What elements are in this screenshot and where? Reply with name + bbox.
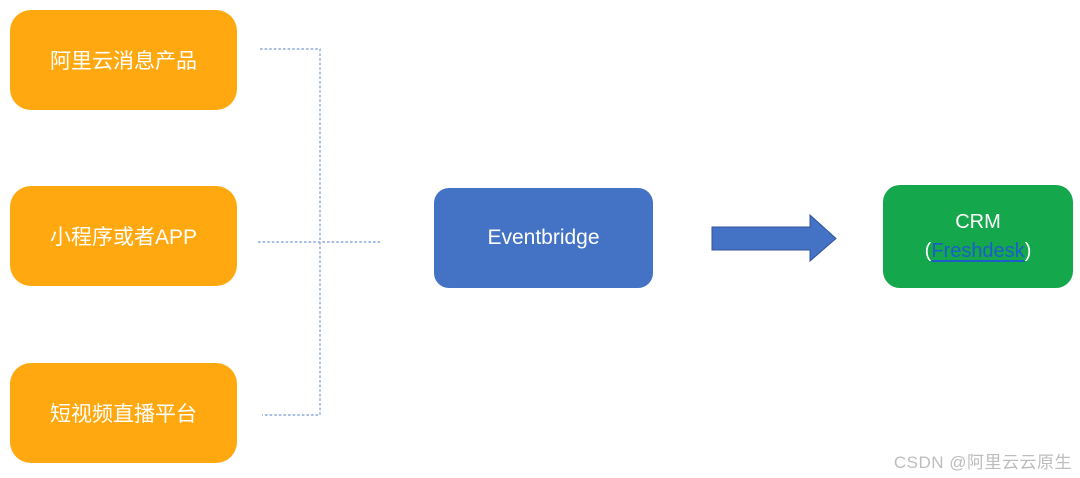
source-box-label: 小程序或者APP [49,226,198,249]
dotted-connector-top-bottom [260,48,321,416]
source-box-label: 阿里云消息产品 [50,50,197,73]
paren-open: ( [924,239,932,262]
target-box-subtitle: (Freshdesk) [925,237,1032,266]
target-box-crm: CRM (Freshdesk) [883,185,1073,288]
hub-box-label: Eventbridge [487,226,600,249]
source-box-label: 短视频直播平台 [50,403,197,426]
flow-arrow-icon [711,213,837,263]
freshdesk-link[interactable]: Freshdesk [931,239,1025,262]
target-box-title: CRM [955,210,1001,233]
hub-box-eventbridge: Eventbridge [434,188,653,288]
paren-close: ) [1024,239,1032,262]
csdn-watermark: CSDN @阿里云云原生 [893,453,1072,472]
source-box-aliyun-message-products: 阿里云消息产品 [10,10,237,110]
source-box-short-video-live-platform: 短视频直播平台 [10,363,237,463]
source-box-miniprogram-or-app: 小程序或者APP [10,186,237,286]
